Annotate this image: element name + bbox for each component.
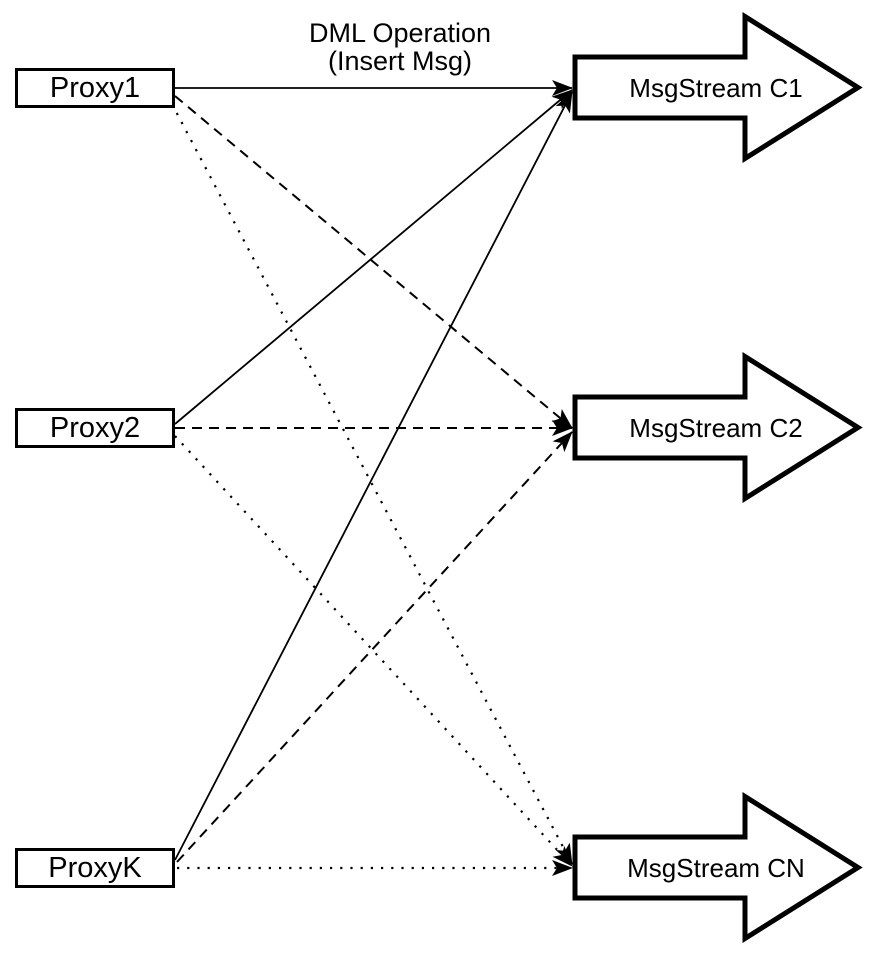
msgstream-c1-arrow-shape (572, 12, 863, 163)
node-proxyk-label: ProxyK (48, 851, 142, 884)
msgstream-c2-label: MsgStream C2 (629, 413, 802, 443)
msgstream-c2-arrow-shape (572, 352, 863, 503)
msgstream-cn-label: MsgStream CN (627, 853, 805, 883)
node-proxy2: Proxy2 (15, 408, 175, 448)
connector-proxy2-cn (174, 435, 573, 867)
node-msgstream-c2: MsgStream C2 (565, 352, 865, 503)
connector-proxy2-c1 (174, 89, 573, 425)
connector-proxy1-c2 (174, 95, 573, 429)
msgstream-c1-label: MsgStream C1 (629, 73, 802, 103)
dml-operation-label-line2: (Insert Msg) (327, 46, 473, 76)
connector-proxyk-c2 (176, 431, 573, 863)
node-msgstream-c1: MsgStream C1 (565, 12, 865, 163)
dml-operation-label: DML Operation (Insert Msg) (250, 19, 550, 75)
connector-proxy1-cn (171, 103, 573, 865)
dml-operation-label-line1: DML Operation (308, 18, 492, 48)
node-proxy1-label: Proxy1 (49, 71, 141, 104)
node-proxyk: ProxyK (15, 848, 175, 888)
node-proxy2-label: Proxy2 (49, 411, 141, 444)
msgstream-cn-arrow-shape (572, 792, 863, 943)
connector-proxyk-c1 (174, 91, 573, 861)
node-proxy1: Proxy1 (15, 68, 175, 108)
node-msgstream-cn: MsgStream CN (565, 792, 865, 943)
